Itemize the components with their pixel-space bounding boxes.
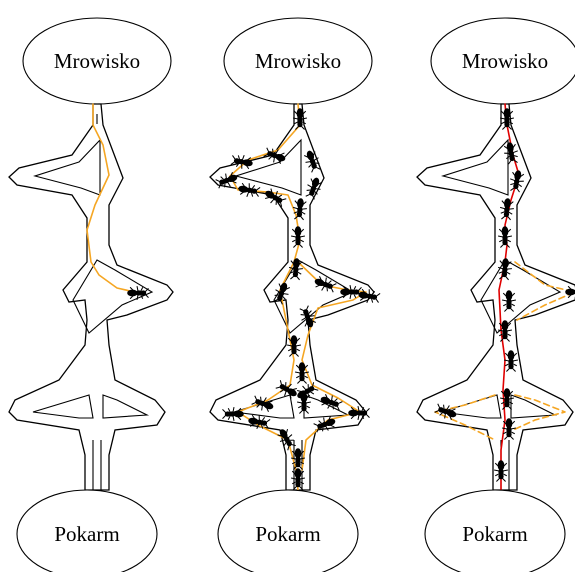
ant-icon: [262, 185, 288, 210]
food-node: [217, 489, 359, 572]
ant-icon: [250, 393, 276, 415]
ant-icon: [262, 145, 288, 167]
pheromone-trail: [86, 103, 140, 294]
food-label: Pokarm: [54, 522, 119, 546]
ant-icon: [502, 141, 521, 166]
ant-icon: [501, 290, 517, 313]
food-node: [16, 489, 158, 572]
ant-icon: [312, 273, 338, 295]
ant-icon: [274, 377, 300, 402]
maze-corridor-inner: [32, 113, 153, 491]
ant-icon: [303, 175, 325, 201]
nest-label: Mrowisko: [54, 49, 140, 73]
ant-icon: [237, 181, 262, 200]
nest-label: Mrowisko: [462, 49, 548, 73]
ant-icon: [296, 392, 312, 415]
ant-icon: [433, 401, 459, 423]
maze-corridor-inner: [440, 113, 561, 491]
ant-icon: [507, 169, 526, 194]
ant-icon: [348, 405, 371, 421]
ant-icon: [497, 226, 513, 249]
ant-icon: [499, 388, 515, 411]
maze-corridor-inner: [233, 113, 354, 491]
ant-icon: [286, 335, 302, 358]
ant-icon: [214, 169, 240, 191]
ant-icon: [498, 197, 516, 221]
ant-icon: [290, 468, 306, 491]
ant-icon: [497, 320, 513, 343]
maze-corridor-outer: [416, 103, 575, 491]
food-label: Pokarm: [462, 522, 527, 546]
ant-icon: [301, 148, 323, 174]
food-node: [424, 489, 566, 572]
ant-icon: [290, 226, 306, 249]
ant-icon: [229, 152, 254, 171]
ant-icon: [221, 406, 244, 422]
ant-icon: [565, 284, 575, 300]
ant-icon: [503, 350, 519, 373]
nest-label: Mrowisko: [255, 49, 341, 73]
ant-icon: [493, 460, 509, 483]
food-label: Pokarm: [255, 522, 320, 546]
